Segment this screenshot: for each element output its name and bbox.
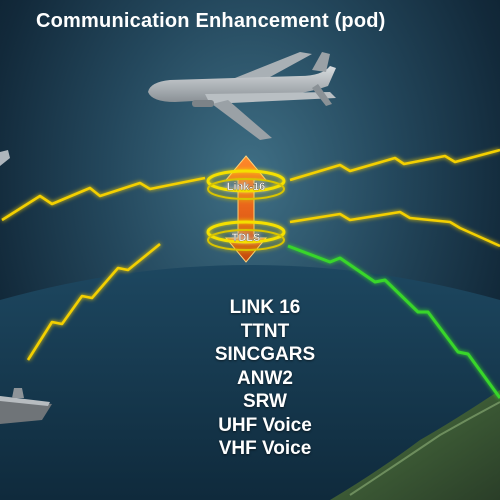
ring-lower-label: TDLS	[232, 232, 261, 244]
protocol-item: SINCGARS	[214, 344, 316, 365]
yellow-link-right-lower	[289, 210, 500, 248]
yellow-link-right-upper	[289, 148, 500, 182]
yellow-link-left-upper	[1, 176, 206, 222]
protocol-item: TTNT	[240, 320, 290, 342]
drone-wing-front	[205, 92, 336, 104]
drone-wing-lower	[212, 100, 272, 140]
protocol-item: UHF Voice	[218, 414, 312, 436]
ship	[0, 388, 52, 424]
drone-pod	[192, 100, 214, 107]
protocol-item: VHF Voice	[218, 438, 312, 459]
coastline-land	[330, 390, 500, 500]
protocol-item: ANW2	[237, 367, 293, 389]
aircraft-left-edge	[0, 150, 10, 166]
protocol-item: LINK 16	[229, 297, 301, 318]
ship-tower	[12, 388, 24, 398]
protocol-list: LINK 16 TTNT SINCGARS ANW2 SRW UHF Voice…	[150, 296, 380, 461]
protocol-item: SRW	[243, 391, 287, 412]
green-link-lightning	[287, 244, 500, 399]
ring-upper-label: Link-16	[227, 181, 266, 193]
ship-deck	[0, 396, 50, 406]
drone-tail	[312, 52, 330, 72]
ring-lower: TDLS	[206, 220, 286, 251]
ring-upper: Link-16	[206, 169, 286, 200]
yellow-link-lightning	[1, 148, 500, 361]
sea-surface	[0, 265, 500, 500]
page-title: Communication Enhancement (pod)	[36, 10, 386, 32]
drone-tail-lower	[312, 84, 332, 106]
coast-highlight	[349, 401, 500, 496]
yellow-link-left-lower	[26, 242, 161, 361]
drone-aircraft	[148, 52, 336, 140]
